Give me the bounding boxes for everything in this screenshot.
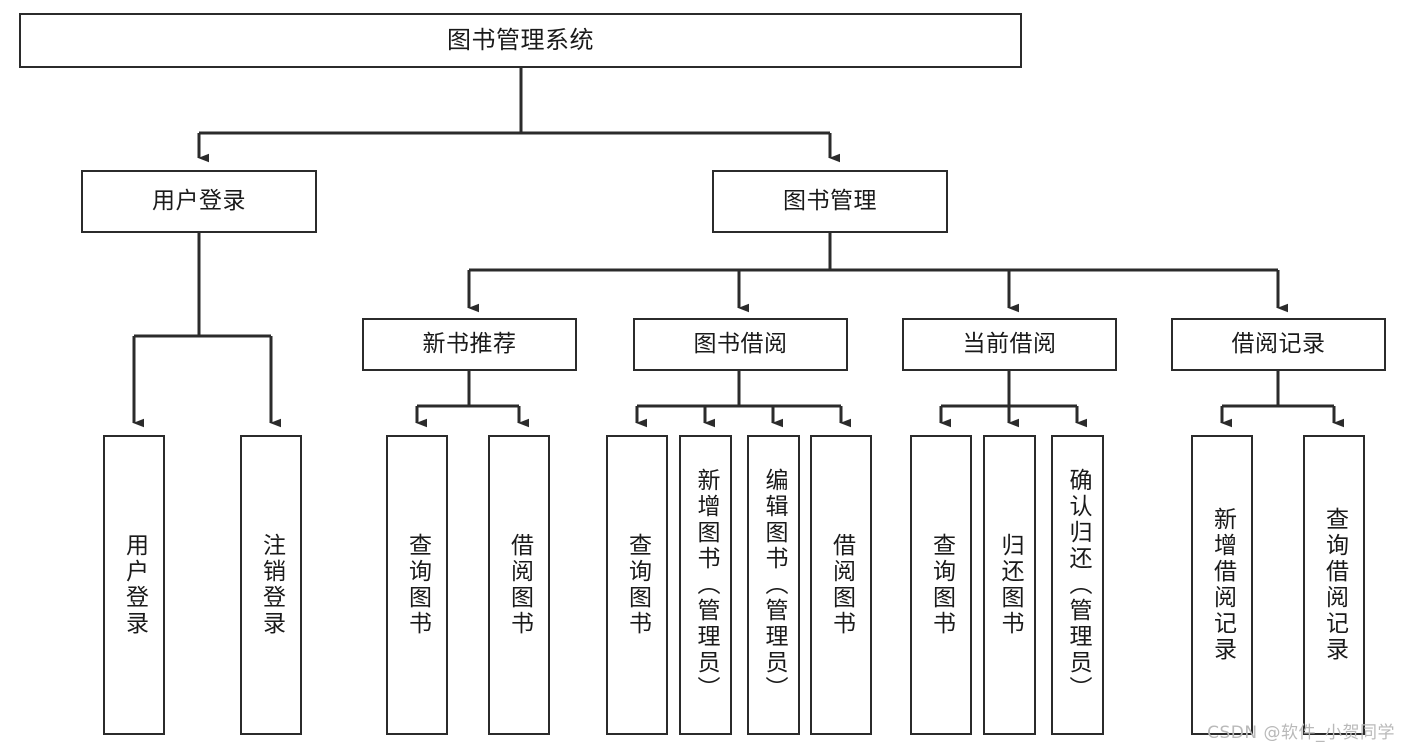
node-leaf-query-book-1-label: 查询图书 bbox=[404, 533, 431, 637]
node-leaf-user-login[interactable]: 用户登录 bbox=[103, 435, 165, 735]
node-book-management[interactable]: 图书管理 bbox=[712, 170, 948, 233]
node-leaf-user-logout-label: 注销登录 bbox=[258, 533, 285, 637]
node-book-management-label: 图书管理 bbox=[783, 187, 877, 214]
node-leaf-add-record-label: 新增借阅记录 bbox=[1209, 507, 1236, 663]
node-new-book-recommend[interactable]: 新书推荐 bbox=[362, 318, 577, 371]
node-root[interactable]: 图书管理系统 bbox=[19, 13, 1022, 68]
node-book-borrow-label: 图书借阅 bbox=[693, 330, 788, 357]
node-borrow-record[interactable]: 借阅记录 bbox=[1171, 318, 1386, 371]
node-book-borrow[interactable]: 图书借阅 bbox=[633, 318, 848, 371]
node-leaf-add-book-label: 新增图书（管理员） bbox=[693, 468, 719, 702]
node-leaf-borrow-book-1[interactable]: 借阅图书 bbox=[488, 435, 550, 735]
node-leaf-user-login-label: 用户登录 bbox=[121, 533, 148, 637]
node-leaf-add-record[interactable]: 新增借阅记录 bbox=[1191, 435, 1253, 735]
node-user-login-label: 用户登录 bbox=[152, 187, 246, 214]
node-leaf-query-book-3[interactable]: 查询图书 bbox=[910, 435, 972, 735]
node-leaf-query-book-1[interactable]: 查询图书 bbox=[386, 435, 448, 735]
watermark: CSDN @软件_小贺同学 bbox=[1207, 723, 1395, 743]
node-leaf-borrow-book-2-label: 借阅图书 bbox=[828, 533, 855, 637]
node-leaf-confirm-return-label: 确认归还（管理员） bbox=[1065, 468, 1091, 702]
node-leaf-edit-book-label: 编辑图书（管理员） bbox=[761, 468, 787, 702]
node-root-label: 图书管理系统 bbox=[447, 26, 594, 55]
node-leaf-borrow-book-2[interactable]: 借阅图书 bbox=[810, 435, 872, 735]
node-leaf-borrow-book-1-label: 借阅图书 bbox=[506, 533, 533, 637]
node-leaf-add-book[interactable]: 新增图书（管理员） bbox=[679, 435, 732, 735]
node-user-login[interactable]: 用户登录 bbox=[81, 170, 317, 233]
node-leaf-edit-book[interactable]: 编辑图书（管理员） bbox=[747, 435, 800, 735]
node-leaf-query-book-2[interactable]: 查询图书 bbox=[606, 435, 668, 735]
node-current-borrow-label: 当前借阅 bbox=[962, 330, 1057, 357]
node-leaf-return-book-label: 归还图书 bbox=[997, 533, 1023, 637]
node-leaf-query-book-2-label: 查询图书 bbox=[624, 533, 651, 637]
node-leaf-query-record-label: 查询借阅记录 bbox=[1321, 507, 1348, 663]
node-leaf-query-record[interactable]: 查询借阅记录 bbox=[1303, 435, 1365, 735]
node-current-borrow[interactable]: 当前借阅 bbox=[902, 318, 1117, 371]
node-leaf-return-book[interactable]: 归还图书 bbox=[983, 435, 1036, 735]
node-leaf-user-logout[interactable]: 注销登录 bbox=[240, 435, 302, 735]
node-borrow-record-label: 借阅记录 bbox=[1231, 330, 1326, 357]
node-leaf-confirm-return[interactable]: 确认归还（管理员） bbox=[1051, 435, 1104, 735]
node-new-book-recommend-label: 新书推荐 bbox=[422, 330, 517, 357]
node-leaf-query-book-3-label: 查询图书 bbox=[928, 533, 955, 637]
